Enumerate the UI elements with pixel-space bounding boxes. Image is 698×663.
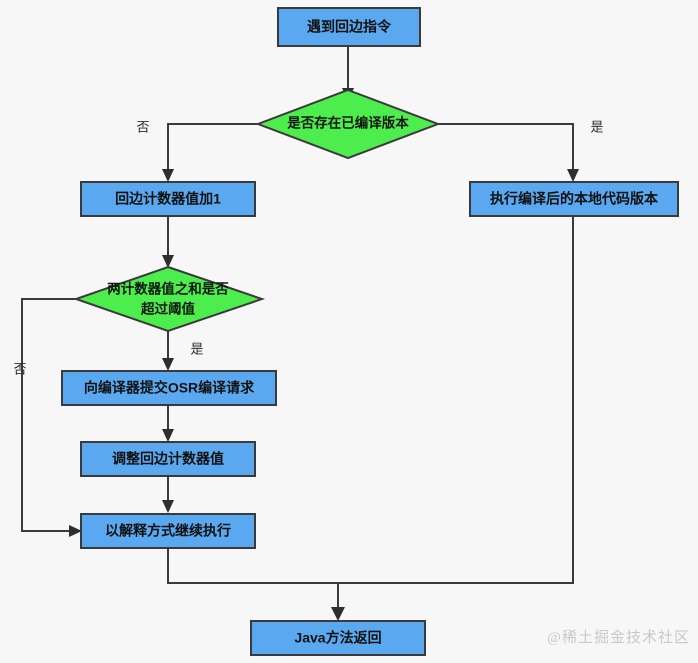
node-submit-osr-label: 向编译器提交OSR编译请求 xyxy=(84,380,255,396)
edge-has-compiled-yes xyxy=(437,123,579,182)
node-over-thresh[interactable]: 两计数器值之和是否 超过阈值 xyxy=(72,265,266,333)
node-return[interactable]: Java方法返回 xyxy=(250,620,426,656)
node-interpret[interactable]: 以解释方式继续执行 xyxy=(80,513,256,549)
edge-label-over-thresh-yes: 是 xyxy=(190,341,203,356)
node-start-label: 遇到回边指令 xyxy=(307,19,392,35)
node-start[interactable]: 遇到回边指令 xyxy=(277,7,421,47)
edge-label-has-compiled-no: 否 xyxy=(136,119,149,134)
node-interpret-label: 以解释方式继续执行 xyxy=(105,523,231,539)
edge-label-over-thresh-no: 否 xyxy=(13,361,26,376)
edge-run-native-to-merge xyxy=(337,215,574,584)
node-over-thresh-label-line1: 两计数器值之和是否 xyxy=(107,281,229,297)
node-inc-counter-label: 回边计数器值加1 xyxy=(115,191,221,207)
edge-has-compiled-no xyxy=(162,123,259,182)
node-run-native-label: 执行编译后的本地代码版本 xyxy=(490,191,659,207)
node-adjust-back[interactable]: 调整回边计数器值 xyxy=(80,441,256,477)
watermark-text: @稀土掘金技术社区 xyxy=(547,630,690,646)
node-adjust-back-label: 调整回边计数器值 xyxy=(112,451,224,467)
edge-inc-counter-to-over-thresh xyxy=(162,215,174,268)
edge-submit-osr-to-adjust-back xyxy=(162,404,174,442)
edge-merge-to-return xyxy=(331,582,345,621)
edge-interpret-to-merge xyxy=(167,547,339,584)
edge-label-has-compiled-yes: 是 xyxy=(590,119,603,134)
edge-over-thresh-yes xyxy=(162,328,174,371)
node-return-label: Java方法返回 xyxy=(294,630,381,646)
node-over-thresh-label-line2: 超过阈值 xyxy=(140,301,195,317)
node-run-native[interactable]: 执行编译后的本地代码版本 xyxy=(469,181,679,217)
edge-adjust-back-to-interpret xyxy=(162,475,174,513)
node-submit-osr[interactable]: 向编译器提交OSR编译请求 xyxy=(61,370,277,406)
edge-over-thresh-no xyxy=(21,298,82,537)
node-has-compiled[interactable]: 是否存在已编译版本 xyxy=(255,88,441,160)
node-has-compiled-label: 是否存在已编译版本 xyxy=(287,115,409,131)
node-inc-counter[interactable]: 回边计数器值加1 xyxy=(80,181,256,217)
